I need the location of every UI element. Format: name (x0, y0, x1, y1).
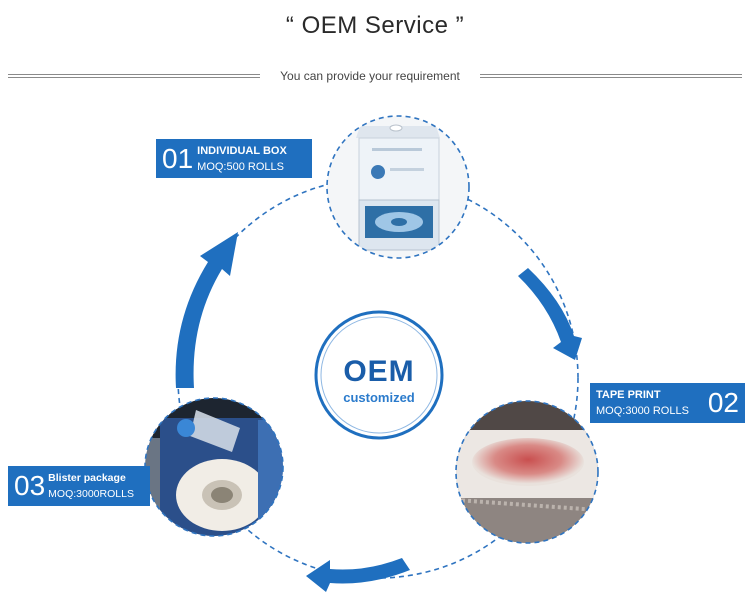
option-label-individual-box: 01 INDIVIDUAL BOX MOQ:500 ROLLS (156, 139, 312, 178)
center-subtitle: customized (343, 390, 415, 405)
individual-box-image (326, 115, 470, 259)
option-moq: MOQ:3000 ROLLS (596, 405, 689, 417)
arrow-bottom-icon (306, 558, 410, 592)
blister-package-image (144, 397, 284, 537)
oem-center-badge (314, 310, 444, 440)
option-label-blister-package: 03 Blister package MOQ:3000ROLLS (8, 466, 150, 506)
dashed-cycle-ring (177, 177, 579, 579)
arrow-right-icon (518, 268, 582, 360)
page-title: “ OEM Service ” (285, 12, 465, 39)
option-number: 03 (14, 470, 46, 501)
tape-print-image (455, 400, 599, 544)
option-name: INDIVIDUAL BOX (197, 144, 287, 157)
option-number: 01 (162, 142, 194, 174)
page-subtitle: You can provide your requirement (280, 69, 460, 83)
center-title: OEM (343, 355, 415, 388)
option-name: TAPE PRINT (596, 389, 661, 401)
option-label-tape-print: TAPE PRINT MOQ:3000 ROLLS 02 (590, 383, 745, 423)
option-moq: MOQ:500 ROLLS (197, 160, 284, 173)
arrow-left-icon (175, 232, 238, 388)
divider-right (480, 73, 742, 79)
option-moq: MOQ:3000ROLLS (48, 488, 134, 500)
option-name: Blister package (48, 472, 126, 484)
divider-left (8, 73, 260, 79)
option-number: 02 (707, 387, 739, 418)
